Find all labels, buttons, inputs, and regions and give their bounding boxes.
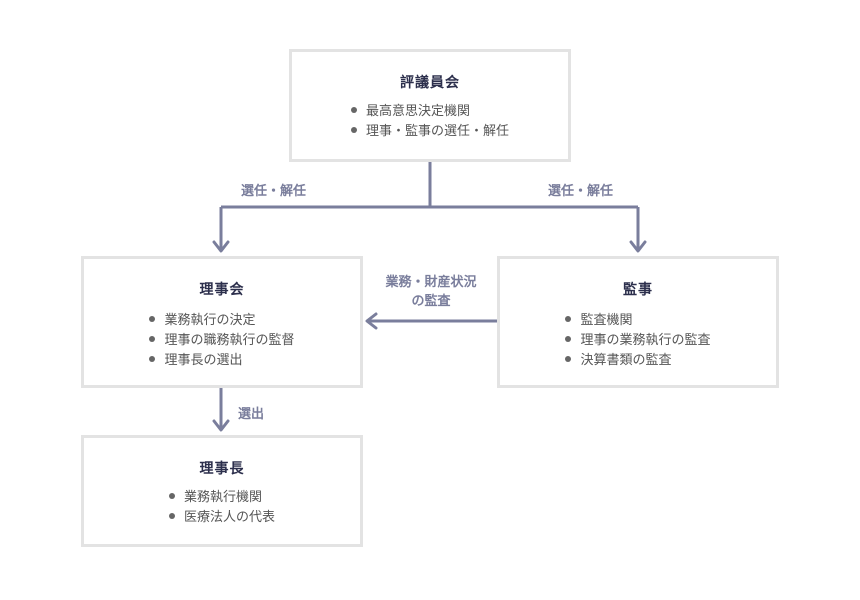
council-box: 評議員会 最高意思決定機関 理事・監事の選任・解任 bbox=[289, 49, 571, 162]
council-title: 評議員会 bbox=[400, 75, 460, 91]
list-item-text: 監査機関 bbox=[580, 313, 633, 328]
arrowhead-auditor bbox=[629, 240, 647, 253]
chair-box: 理事長 業務執行機関 医療法人の代表 bbox=[81, 435, 363, 547]
list-item-text: 最高意思決定機関 bbox=[365, 104, 470, 119]
chair-item-list: 業務執行機関 医療法人の代表 bbox=[168, 488, 275, 528]
list-item: 理事の職務執行の監督 bbox=[149, 331, 295, 351]
list-item: 理事・監事の選任・解任 bbox=[350, 122, 509, 142]
bullet-icon bbox=[565, 356, 572, 362]
bullet-icon bbox=[149, 336, 156, 342]
list-item: 最高意思決定機関 bbox=[350, 102, 509, 122]
bullet-icon bbox=[168, 493, 175, 499]
bullet-icon bbox=[565, 316, 572, 322]
edge-label-board-to-chair: 選出 bbox=[238, 407, 265, 422]
list-item: 理事長の選出 bbox=[149, 351, 294, 371]
arrowhead-board-left bbox=[365, 312, 378, 330]
bullet-icon bbox=[350, 107, 357, 113]
auditor-box: 監事 監査機関 理事の業務執行の監査 決算書類の監査 bbox=[497, 256, 779, 388]
edge-label-council-to-auditor: 選任・解任 bbox=[548, 184, 614, 199]
list-item-text: 医療法人の代表 bbox=[183, 510, 275, 525]
list-item: 決算書類の監査 bbox=[565, 351, 710, 371]
list-item-text: 理事の職務執行の監督 bbox=[164, 333, 295, 348]
board-box: 理事会 業務執行の決定 理事の職務執行の監督 理事長の選出 bbox=[81, 256, 363, 388]
edge-label-council-to-board: 選任・解任 bbox=[241, 184, 307, 199]
arrowhead-chair bbox=[212, 419, 230, 432]
list-item-text: 理事の業務執行の監査 bbox=[580, 333, 711, 348]
chair-title: 理事長 bbox=[199, 461, 245, 477]
list-item-text: 理事長の選出 bbox=[164, 353, 243, 368]
auditor-item-list: 監査機関 理事の業務執行の監査 決算書類の監査 bbox=[565, 311, 711, 371]
list-item: 医療法人の代表 bbox=[168, 508, 275, 528]
list-item: 業務執行機関 bbox=[168, 488, 275, 508]
bullet-icon bbox=[168, 513, 175, 519]
auditor-title: 監事 bbox=[623, 282, 653, 298]
edge-label-line: の監査 bbox=[411, 294, 451, 309]
arrowhead-board bbox=[212, 240, 230, 253]
list-item-text: 決算書類の監査 bbox=[580, 353, 672, 368]
bullet-icon bbox=[149, 316, 156, 322]
list-item: 理事の業務執行の監査 bbox=[565, 331, 711, 351]
list-item-text: 理事・監事の選任・解任 bbox=[365, 124, 509, 139]
board-item-list: 業務執行の決定 理事の職務執行の監督 理事長の選出 bbox=[149, 311, 295, 371]
edge-label-line: 業務・財産状況 bbox=[385, 275, 477, 290]
list-item: 業務執行の決定 bbox=[149, 311, 294, 331]
bullet-icon bbox=[565, 336, 572, 342]
list-item: 監査機関 bbox=[565, 311, 710, 331]
bullet-icon bbox=[350, 127, 357, 133]
list-item-text: 業務執行機関 bbox=[183, 490, 262, 505]
list-item-text: 業務執行の決定 bbox=[164, 313, 256, 328]
edge-label-auditor-to-board: 業務・財産状況 の監査 bbox=[372, 273, 490, 311]
bullet-icon bbox=[149, 356, 156, 362]
council-item-list: 最高意思決定機関 理事・監事の選任・解任 bbox=[350, 102, 509, 142]
board-title: 理事会 bbox=[199, 282, 245, 298]
